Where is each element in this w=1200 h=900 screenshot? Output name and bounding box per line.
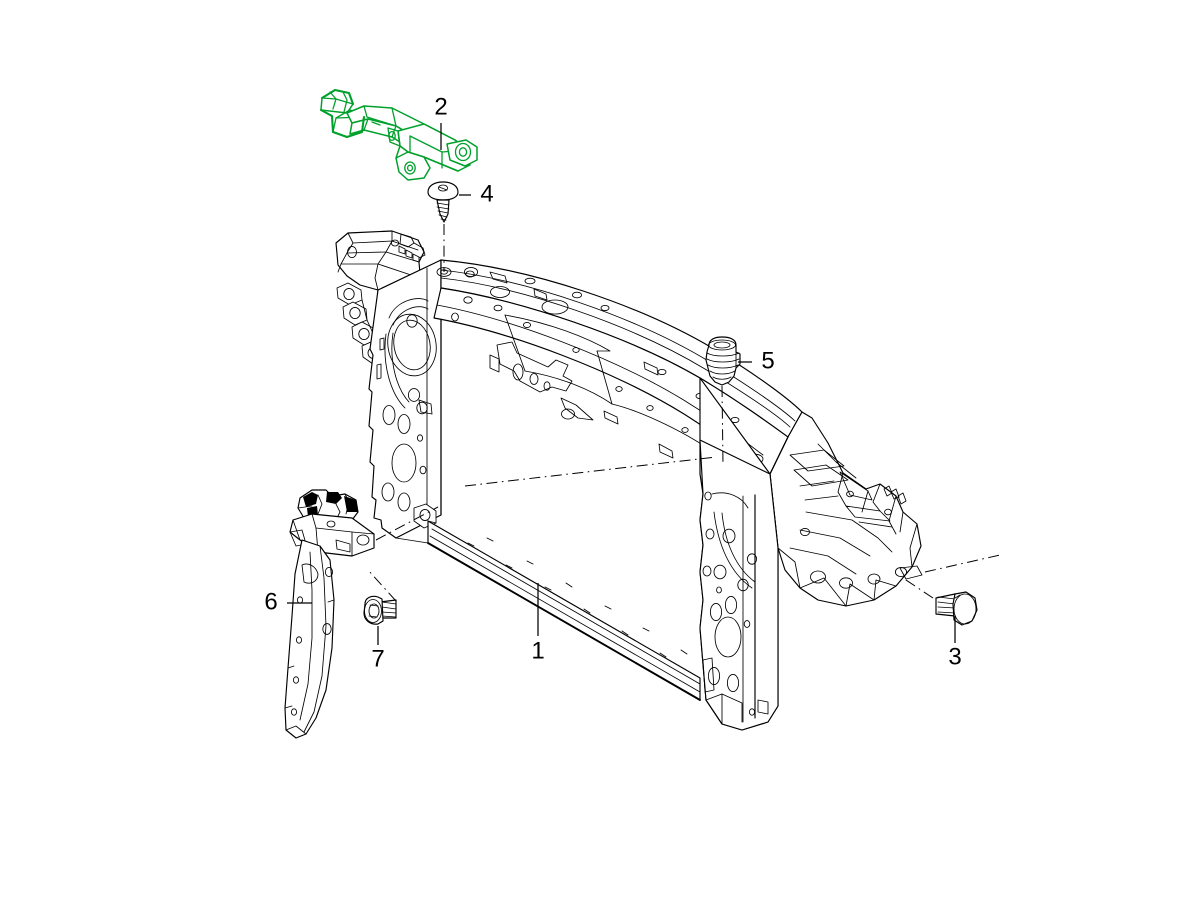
leader-lines	[287, 123, 1001, 645]
carrier-right-wing-panel	[769, 411, 922, 607]
part-pan-head-screw[interactable]	[427, 181, 459, 223]
part-front-end-carrier[interactable]	[335, 230, 923, 731]
callout-number-7[interactable]: 7	[371, 645, 384, 672]
callout-number-4[interactable]: 4	[480, 180, 493, 207]
carrier-lower-crossbeam	[395, 520, 701, 701]
callout-number-3[interactable]: 3	[948, 643, 961, 670]
callout-number-2[interactable]: 2	[434, 93, 447, 120]
carrier-left-pillar	[368, 259, 442, 539]
part-lock-carrier-bracket[interactable]	[319, 88, 478, 181]
part-hex-flange-bolt[interactable]	[935, 591, 978, 626]
part-rubber-buffer-stop[interactable]	[705, 336, 741, 386]
callout-number-6[interactable]: 6	[264, 588, 277, 615]
carrier-right-pillar	[699, 377, 923, 731]
callout-number-5[interactable]: 5	[761, 347, 774, 374]
part-hood-latch-support-bracket[interactable]	[284, 489, 375, 739]
callout-number-1[interactable]: 1	[531, 637, 544, 664]
part-flange-bolt[interactable]	[363, 595, 397, 625]
callout-numbers: 1 2 3 4 5 6 7	[264, 93, 961, 672]
